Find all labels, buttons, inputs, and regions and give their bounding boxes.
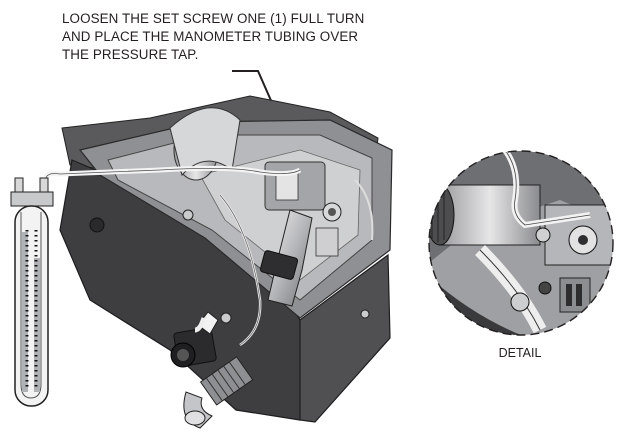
manometer-u-tube-icon [10, 165, 302, 407]
instruction-line-2: AND PLACE THE MANOMETER TUBING OVER [62, 29, 359, 44]
detail-magnifier-circle [428, 150, 614, 336]
instruction-line-1: LOOSEN THE SET SCREW ONE (1) FULL TURN [62, 11, 365, 26]
instruction-line-3: THE PRESSURE TAP. [62, 47, 199, 62]
detail-label: DETAIL [498, 346, 542, 360]
burner-assembly-illustration [59, 95, 393, 429]
instruction-callout: LOOSEN THE SET SCREW ONE (1) FULL TURN A… [62, 10, 482, 64]
